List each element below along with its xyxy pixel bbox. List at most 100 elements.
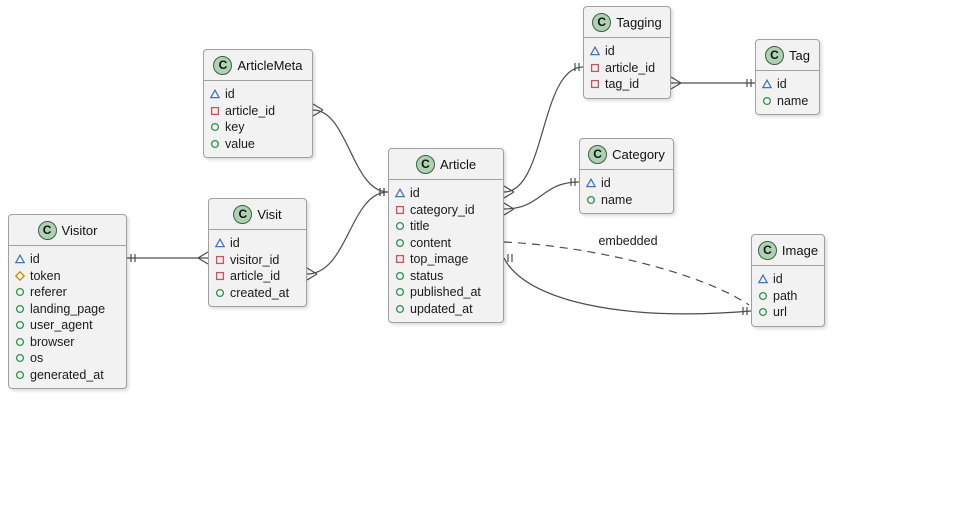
field-label: browser: [30, 334, 75, 349]
field-label: tag_id: [605, 77, 640, 92]
triangle-icon: [395, 188, 405, 198]
field-row: id: [215, 235, 302, 252]
square-icon: [395, 205, 405, 214]
field-label: user_agent: [30, 318, 93, 333]
field-row: id: [210, 86, 308, 103]
circle-icon: [762, 96, 772, 105]
field-row: id: [758, 271, 820, 288]
field-label: referer: [30, 285, 67, 300]
square-icon: [395, 255, 405, 264]
class-icon: C: [592, 12, 612, 32]
field-row: id: [762, 76, 815, 93]
circle-icon: [15, 304, 25, 313]
field-row: name: [762, 93, 815, 110]
field-label: name: [601, 192, 633, 207]
circle-icon: [210, 139, 220, 148]
field-label: article_id: [605, 60, 656, 75]
field-label: article_id: [225, 103, 276, 118]
relation-label: embedded: [598, 234, 658, 248]
field-row: article_id: [215, 268, 302, 285]
circle-icon: [395, 304, 405, 313]
square-icon: [590, 63, 600, 72]
square-icon: [215, 272, 225, 281]
field-row: path: [758, 288, 820, 305]
field-label: id: [225, 87, 235, 102]
field-row: article_id: [590, 60, 666, 77]
circle-icon: [395, 288, 405, 297]
field-row: user_agent: [15, 317, 122, 334]
triangle-icon: [210, 89, 220, 99]
field-row: tag_id: [590, 76, 666, 93]
field-row: value: [210, 136, 308, 153]
field-label: top_image: [410, 252, 469, 267]
circle-icon: [586, 195, 596, 204]
field-row: category_id: [395, 202, 499, 219]
field-label: id: [777, 77, 787, 92]
field-row: key: [210, 119, 308, 136]
field-row: id: [586, 175, 669, 192]
circle-icon: [15, 337, 25, 346]
circle-icon: [395, 238, 405, 247]
field-label: os: [30, 351, 44, 366]
field-label: generated_at: [30, 367, 104, 382]
field-row: generated_at: [15, 367, 122, 384]
field-label: id: [773, 272, 783, 287]
field-row: url: [758, 304, 820, 321]
field-label: updated_at: [410, 301, 473, 316]
field-label: category_id: [410, 202, 475, 217]
field-row: browser: [15, 334, 122, 351]
field-row: id: [15, 251, 122, 268]
field-label: published_at: [410, 285, 481, 300]
entity-name: Category: [612, 146, 665, 162]
square-icon: [215, 255, 225, 264]
field-row: content: [395, 235, 499, 252]
field-label: token: [30, 268, 61, 283]
field-row: id: [590, 43, 666, 60]
class-icon: C: [415, 154, 435, 174]
circle-icon: [15, 370, 25, 379]
square-icon: [590, 80, 600, 89]
field-label: landing_page: [30, 301, 106, 316]
entity-name: Visit: [257, 206, 282, 222]
circle-icon: [395, 271, 405, 280]
field-label: value: [225, 136, 255, 151]
circle-icon: [210, 123, 220, 132]
circle-icon: [758, 308, 768, 317]
class-icon: C: [588, 144, 608, 164]
triangle-icon: [215, 238, 225, 248]
circle-icon: [395, 222, 405, 231]
field-label: name: [777, 93, 809, 108]
circle-icon: [15, 354, 25, 363]
square-icon: [210, 106, 220, 115]
field-label: id: [30, 252, 40, 267]
class-icon: C: [765, 45, 785, 65]
triangle-icon: [758, 274, 768, 284]
field-label: created_at: [230, 285, 290, 300]
entity-name: Image: [781, 242, 819, 258]
field-row: published_at: [395, 284, 499, 301]
entity-name: Visitor: [61, 222, 98, 238]
field-row: referer: [15, 284, 122, 301]
field-label: id: [230, 236, 240, 251]
field-row: token: [15, 268, 122, 285]
field-row: top_image: [395, 251, 499, 268]
entity-name: Article: [439, 156, 477, 172]
field-label: key: [225, 120, 245, 135]
